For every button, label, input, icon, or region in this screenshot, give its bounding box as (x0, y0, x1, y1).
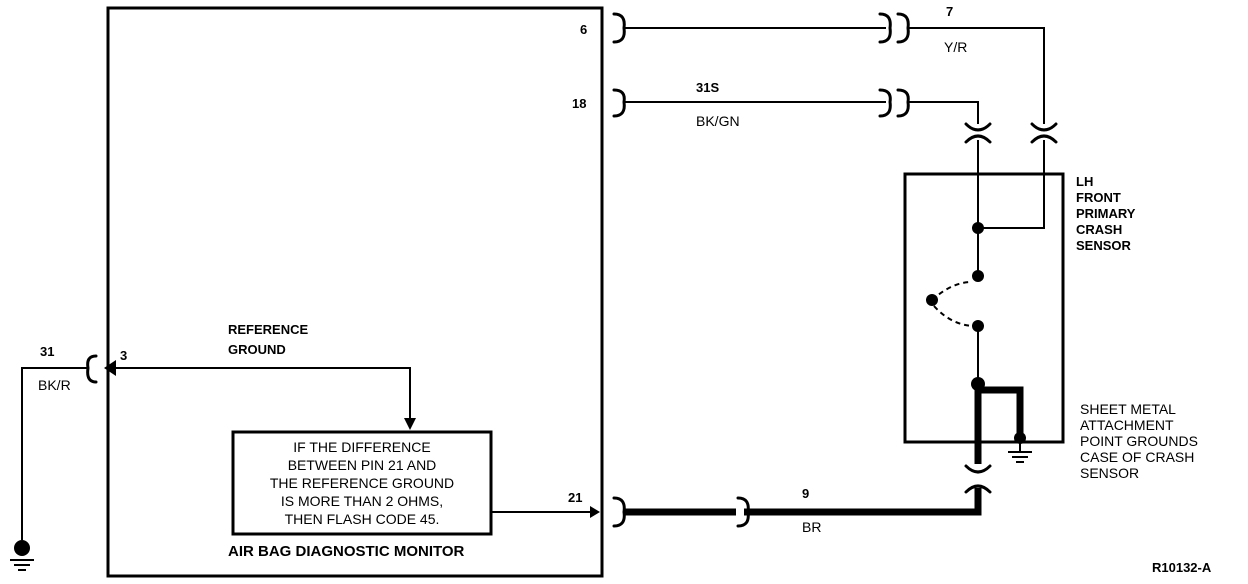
svg-text:POINT GROUNDS: POINT GROUNDS (1080, 433, 1198, 449)
monitor-label: AIR BAG DIAGNOSTIC MONITOR (228, 543, 465, 560)
wire-31-circuit: 31 (40, 344, 54, 359)
svg-text:REFERENCE: REFERENCE (228, 322, 309, 337)
wire-7-circuit: 7 (946, 4, 953, 19)
ground-note: SHEET METAL ATTACHMENT POINT GROUNDS CAS… (1080, 401, 1198, 481)
svg-text:ATTACHMENT: ATTACHMENT (1080, 417, 1174, 433)
svg-text:BETWEEN PIN 21 AND: BETWEEN PIN 21 AND (288, 457, 437, 473)
crash-sensor-label: LH FRONT PRIMARY CRASH SENSOR (1076, 174, 1136, 253)
pin-6-label: 6 (580, 22, 587, 37)
reference-ground-label: REFERENCE GROUND (228, 322, 309, 357)
wire-31s-circuit: 31S (696, 80, 719, 95)
svg-text:SHEET METAL: SHEET METAL (1080, 401, 1176, 417)
svg-text:FRONT: FRONT (1076, 190, 1121, 205)
svg-text:THEN FLASH CODE 45.: THEN FLASH CODE 45. (285, 511, 440, 527)
crash-sensor-box (903, 172, 1065, 444)
wire-31s-color: BK/GN (696, 113, 740, 129)
reference-ground-path (104, 360, 416, 430)
crash-sensor-switch (926, 222, 1026, 464)
pin-3-label: 3 (120, 348, 127, 363)
chassis-ground-icon (10, 540, 34, 571)
pin-21-label: 21 (568, 490, 582, 505)
wire-31-color: BK/R (38, 377, 71, 393)
svg-text:GROUND: GROUND (228, 342, 286, 357)
wire-31s-bk-gn (612, 88, 992, 228)
wire-9-circuit: 9 (802, 486, 809, 501)
svg-text:IF THE DIFFERENCE: IF THE DIFFERENCE (293, 439, 430, 455)
diagnostic-note: IF THE DIFFERENCE BETWEEN PIN 21 AND THE… (270, 439, 454, 527)
svg-text:SENSOR: SENSOR (1076, 238, 1132, 253)
figure-id: R10132-A (1152, 560, 1212, 575)
wire-7-y-r (612, 12, 1058, 229)
note-to-pin-21-arrow (491, 506, 600, 518)
svg-text:THE REFERENCE GROUND: THE REFERENCE GROUND (270, 475, 454, 491)
wire-9-br (612, 464, 992, 528)
svg-text:PRIMARY: PRIMARY (1076, 206, 1136, 221)
pin-18-label: 18 (572, 96, 586, 111)
wire-9-color: BR (802, 519, 821, 535)
diagnostic-note-box (231, 430, 493, 536)
wire-7-color: Y/R (944, 39, 967, 55)
svg-text:CRASH: CRASH (1076, 222, 1122, 237)
diagnostic-monitor-box (106, 6, 604, 578)
svg-text:SENSOR: SENSOR (1080, 465, 1139, 481)
svg-text:IS MORE THAN 2 OHMS,: IS MORE THAN 2 OHMS, (281, 493, 443, 509)
svg-text:CASE OF CRASH: CASE OF CRASH (1080, 449, 1194, 465)
wire-31-bk-r (21, 354, 98, 540)
sensor-ground-icon (1008, 442, 1032, 463)
svg-text:LH: LH (1076, 174, 1093, 189)
